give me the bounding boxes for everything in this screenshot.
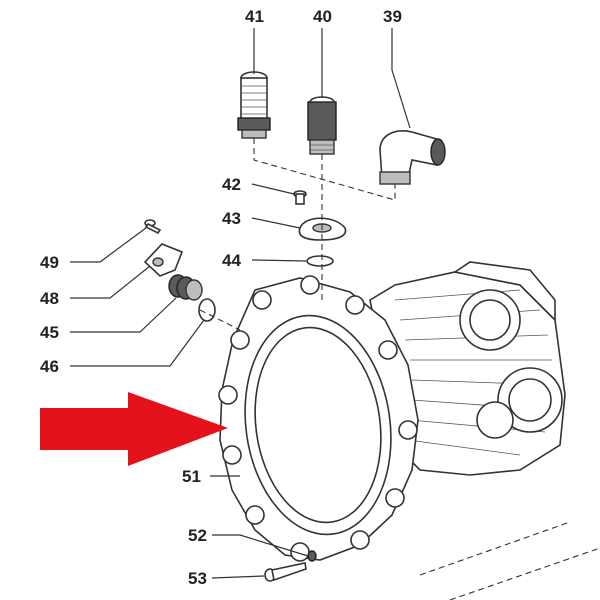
callout-45: 45 [40, 323, 59, 342]
part-46-o-ring [198, 298, 216, 322]
callout-43: 43 [222, 209, 241, 228]
callout-51: 51 [182, 467, 201, 486]
part-39-elbow-fitting [379, 130, 446, 185]
part-53-bolt [264, 562, 307, 582]
part-42-screw [293, 190, 307, 205]
callout-49: 49 [40, 253, 59, 272]
part-41-threaded-fitting [237, 71, 271, 139]
part-45-spring [168, 274, 203, 301]
callout-41: 41 [245, 7, 264, 26]
callout-39: 39 [383, 7, 402, 26]
callout-53: 53 [188, 569, 207, 588]
callout-44: 44 [222, 251, 241, 270]
part-49-screw [144, 219, 162, 235]
red-arrow [40, 392, 228, 466]
base-outline [419, 521, 600, 600]
callout-40: 40 [313, 7, 332, 26]
callout-42: 42 [222, 175, 241, 194]
pump-body [369, 261, 566, 476]
callout-48: 48 [40, 289, 59, 308]
callout-46: 46 [40, 357, 59, 376]
leader-lines [70, 28, 411, 579]
part-48-bracket [143, 243, 184, 277]
callout-52: 52 [188, 526, 207, 545]
part-52-washer [307, 550, 317, 562]
assembly-lines [199, 138, 396, 331]
part-44-o-ring [306, 255, 334, 267]
part-40-fitting-nut [307, 96, 337, 155]
front-cover-flange [218, 275, 419, 562]
